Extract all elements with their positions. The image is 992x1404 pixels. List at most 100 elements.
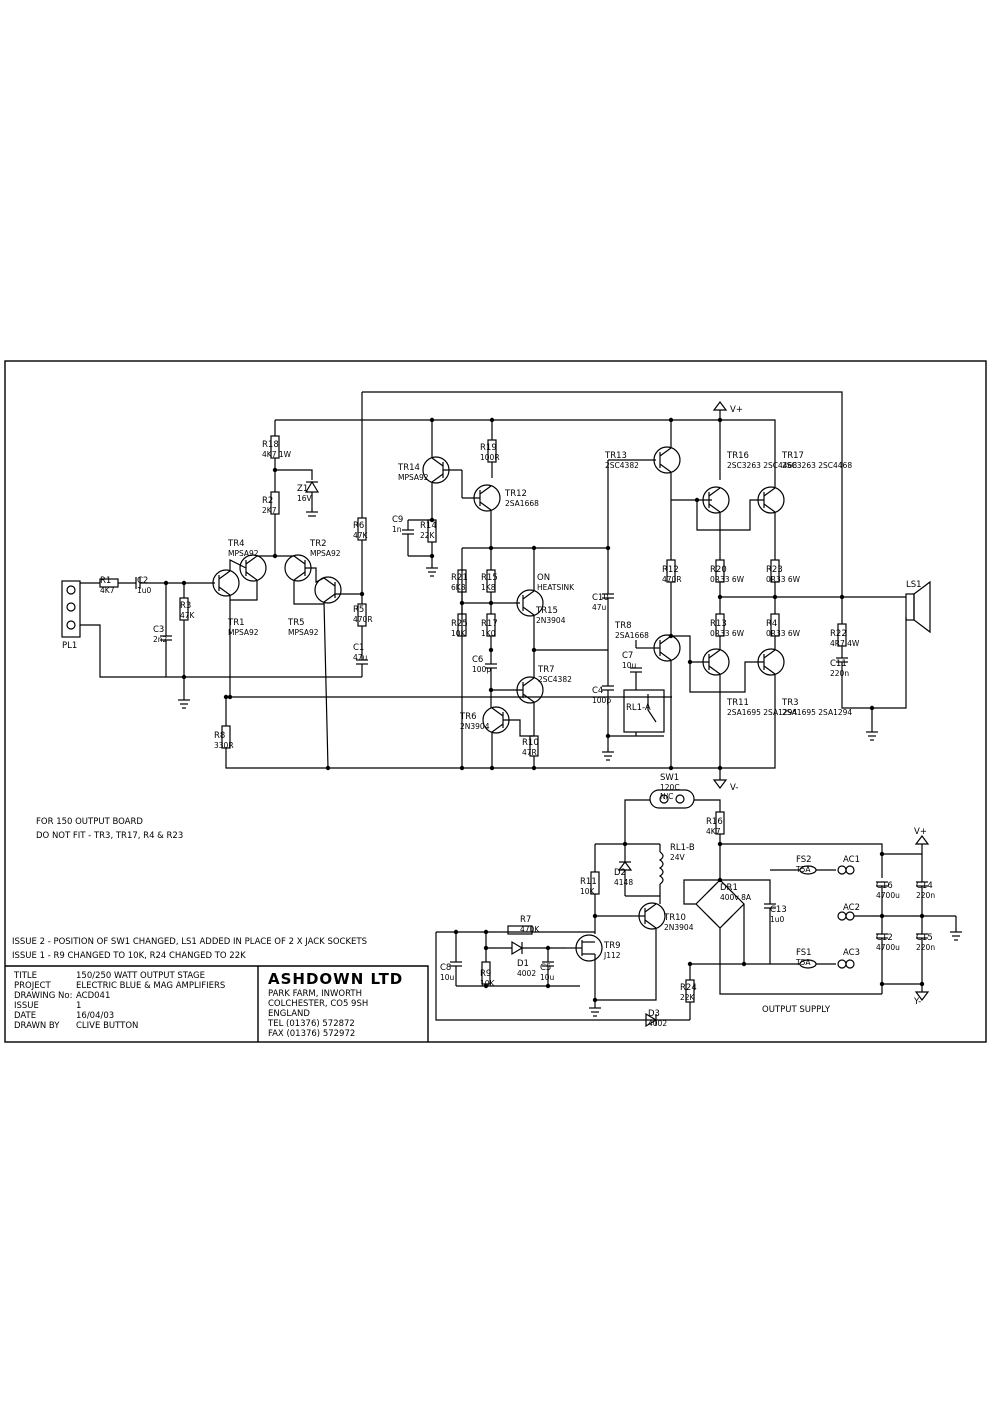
- component-value-label: 22K: [680, 993, 696, 1002]
- component-ref-label: R8: [214, 731, 225, 741]
- component-ref-label: C11: [830, 659, 847, 669]
- component-ref-label: R4: [766, 619, 777, 629]
- component-value-label: 2SC3263 2SC4468: [782, 461, 852, 470]
- component-value-label: 10K: [451, 629, 467, 638]
- title-block-field-label: PROJECT: [14, 981, 52, 991]
- title-block-field-value: CLIVE BUTTON: [76, 1021, 138, 1031]
- component-ref-label: RL1-A: [626, 703, 651, 713]
- title-block-field-value: ACD041: [76, 991, 110, 1001]
- title-block-field-label: DRAWING No:: [14, 991, 72, 1001]
- rail-vplus2-label: V+: [914, 827, 927, 837]
- component-ref-label: TR11: [726, 698, 749, 708]
- title-block-field-label: DATE: [14, 1011, 36, 1021]
- company-address-line: PARK FARM, INWORTH: [268, 989, 362, 999]
- component-value-label: 1K0: [481, 629, 496, 638]
- component-value-label: 2N3904: [536, 616, 566, 625]
- component-ref-label: R2: [262, 496, 273, 506]
- component-ref-label: TR2: [309, 539, 327, 549]
- rail-vminus-label: V-: [730, 783, 738, 793]
- component-value-label: 2SA1668: [505, 499, 539, 508]
- component-value-label: 0R33 6W: [710, 629, 745, 638]
- component-value-label: T5A: [795, 865, 811, 874]
- component-value-label: MPSA92: [228, 549, 259, 558]
- component-value-label: 4R7 4W: [830, 639, 860, 648]
- component-ref-label: TR13: [604, 451, 627, 461]
- title-block-field-value: 150/250 WATT OUTPUT STAGE: [76, 971, 205, 981]
- component-ls1: LS1: [906, 580, 922, 590]
- component-labels: PL1R14K7C21u0R347KC32n2TR4MPSA92TR1MPSA9…: [62, 440, 935, 1028]
- component-value-label: 4K7: [706, 827, 721, 836]
- component-ref-label: TR16: [726, 451, 749, 461]
- component-value-label: 2SA1695 2SA1294: [782, 708, 852, 717]
- component-ref-label: R23: [766, 565, 783, 575]
- component-ref-label: C15: [916, 933, 933, 943]
- component-ref-label: C8: [440, 963, 451, 973]
- component-value-label: 16V: [297, 494, 313, 503]
- amplifier-wiring: [61, 391, 931, 789]
- component-value-label: 47R: [522, 748, 537, 757]
- title-block-field-value: ELECTRIC BLUE & MAG AMPLIFIERS: [76, 981, 225, 991]
- component-value-label: 1u0: [137, 586, 152, 595]
- component-value-label: 2SA1668: [615, 631, 649, 640]
- component-value-label: 4K7: [100, 586, 115, 595]
- component-ref-label: R25: [451, 619, 468, 629]
- component-value-label: HEATSINK: [537, 583, 575, 592]
- component-value-label: 0R33 6W: [710, 575, 745, 584]
- component-ref-label: D2: [614, 868, 626, 878]
- junctions-amp: [163, 417, 875, 771]
- component-value-label: MPSA92: [398, 473, 429, 482]
- component-ref-label: C16: [876, 881, 893, 891]
- title-block-field-label: DRAWN BY: [14, 1021, 60, 1031]
- title-block-field-label: TITLE: [13, 971, 37, 981]
- component-value-label: 470R: [353, 615, 373, 624]
- component-ref-label: R13: [710, 619, 727, 629]
- component-ref-label: R5: [353, 605, 364, 615]
- component-ref-label: TR12: [504, 489, 527, 499]
- component-value-label: 4700u: [876, 891, 900, 900]
- component-ref-label: C6: [472, 655, 483, 665]
- component-ref-label: TR10: [663, 913, 686, 923]
- component-ref-label: TR6: [459, 712, 477, 722]
- component-ac2: AC2: [843, 903, 860, 913]
- component-ref-label: AC1: [843, 855, 860, 865]
- component-ref-label: FS2: [796, 855, 812, 865]
- issue1-note: ISSUE 1 - R9 CHANGED TO 10K, R24 CHANGED…: [12, 951, 246, 961]
- component-ref-label: C13: [770, 905, 787, 915]
- component-ref-label: R12: [662, 565, 679, 575]
- component-ref-label: R24: [680, 983, 697, 993]
- component-ref-label: R15: [481, 573, 498, 583]
- component-value-label: 120C: [660, 783, 680, 792]
- component-ref-label: R20: [710, 565, 727, 575]
- component-ref-label: TR7: [537, 665, 555, 675]
- title-block-field-value: 1: [76, 1001, 81, 1011]
- component-value-label: 100p: [472, 665, 491, 674]
